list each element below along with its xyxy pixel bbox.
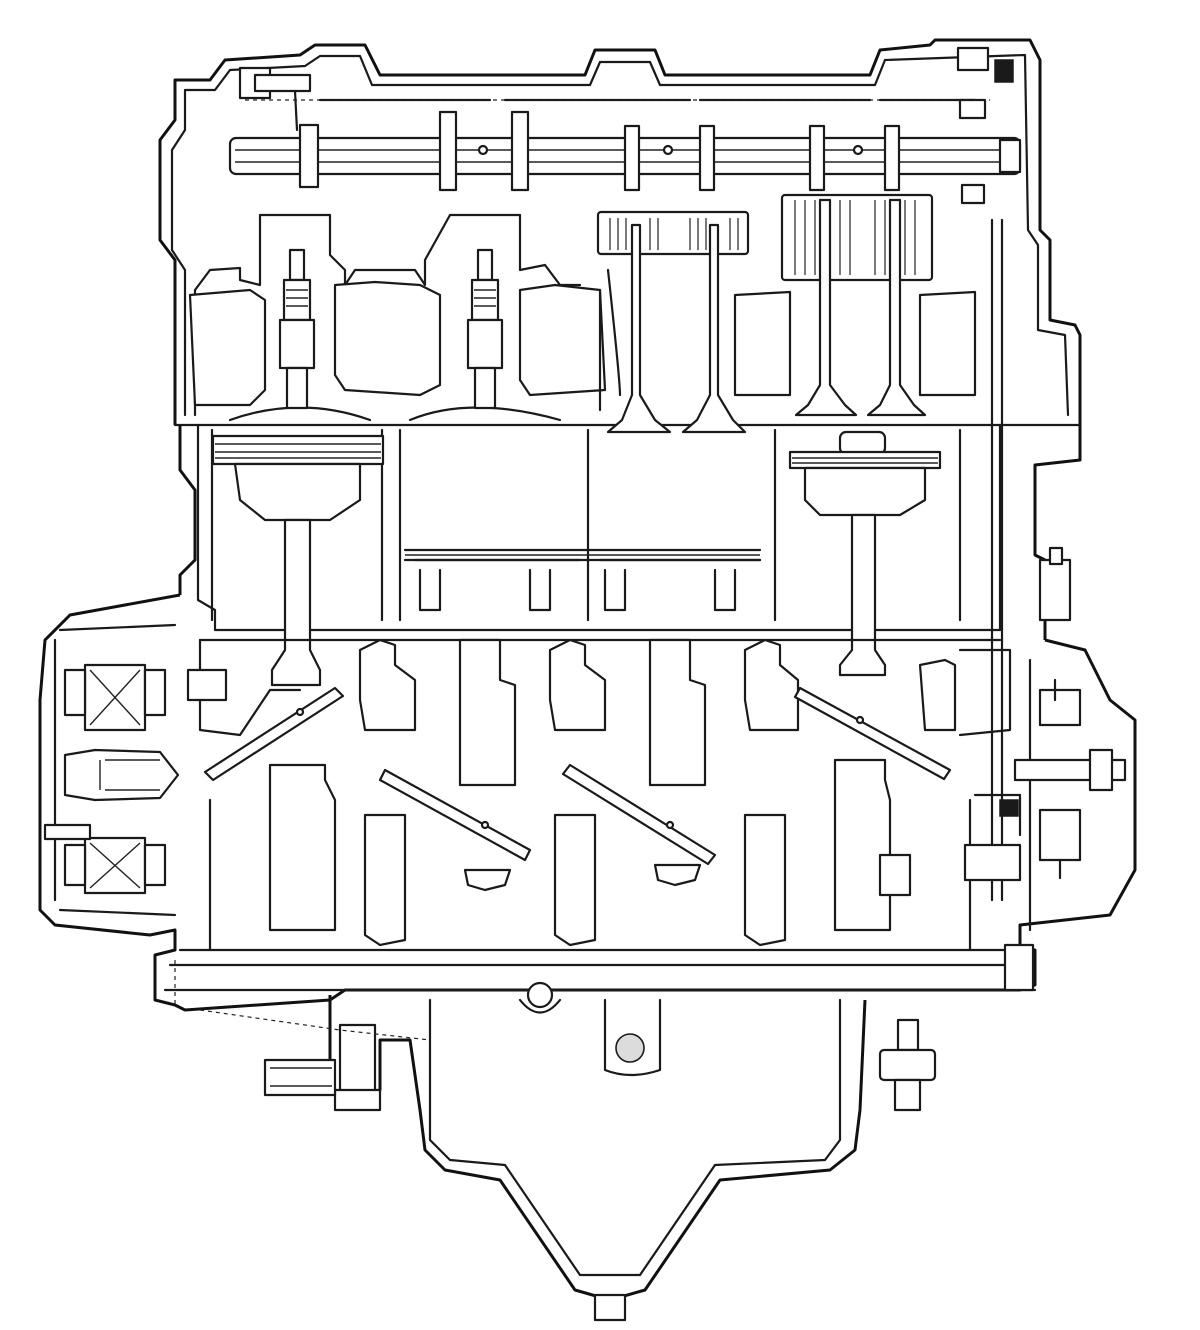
piston-1 (211, 434, 385, 687)
alternator (43, 623, 228, 917)
clutch-assembly (878, 218, 1127, 992)
hidden-lines (174, 99, 990, 1041)
oil-pan (328, 981, 867, 1322)
drain-bolt (878, 1018, 937, 1112)
spark-plug-1 (278, 248, 316, 410)
piston-3 (598, 558, 762, 612)
head-ports (173, 213, 1082, 427)
tensioner-bolt (238, 66, 312, 132)
crank-webs (268, 638, 957, 947)
crankcase (38, 593, 1137, 1012)
valve-pair-cyl3 (596, 210, 750, 434)
oil-pressure-switch (263, 1023, 382, 1112)
cam-sensor (956, 46, 1014, 205)
piston-2 (413, 558, 582, 612)
piston-4 (788, 430, 942, 677)
valve-pair-cyl4 (780, 193, 934, 417)
camshaft (228, 110, 1022, 192)
spark-plug-2 (466, 248, 504, 410)
oil-passages (203, 686, 952, 866)
